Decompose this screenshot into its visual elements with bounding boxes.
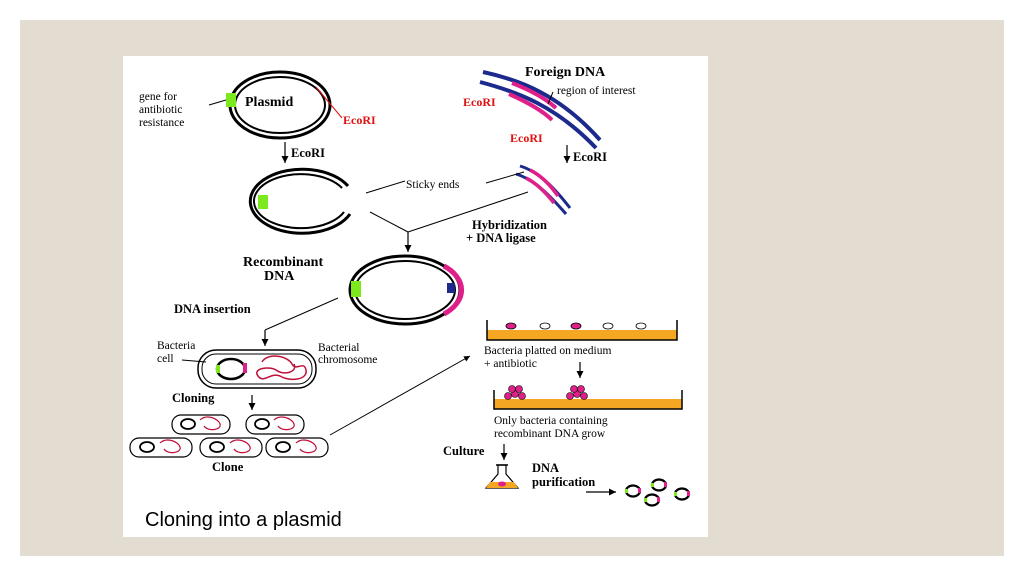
- sticky-end-pointer-right: [485, 171, 525, 184]
- bacteria-label-line1: Bacteria: [157, 340, 195, 352]
- purified-plasmid: [624, 484, 642, 498]
- chromosome-label-line1: Bacterial: [318, 342, 360, 354]
- arrow-to-plating: [329, 355, 471, 436]
- ecori-cut-label: EcoRI: [291, 146, 325, 160]
- join-line-left: [369, 211, 409, 233]
- diagram-title: Cloning into a plasmid: [145, 509, 342, 531]
- platted-label-line1: Bacteria platted on medium: [484, 345, 611, 357]
- purification-label-line2: purification: [532, 475, 595, 489]
- recombinant-plasmid: [348, 254, 465, 326]
- clone-cells: [129, 414, 329, 458]
- hybridization-label: Hybridization: [472, 218, 547, 232]
- clone-cell: [129, 437, 193, 458]
- purified-plasmid: [643, 493, 661, 507]
- ligase-label: + DNA ligase: [466, 231, 536, 245]
- purified-plasmid: [673, 487, 691, 501]
- foreign-fragment: [515, 164, 572, 215]
- sticky-ends-label: Sticky ends: [406, 179, 460, 191]
- foreign-dna: [479, 70, 602, 150]
- join-line-right: [407, 191, 529, 233]
- purified-plasmid: [650, 478, 668, 492]
- purified-plasmids: [624, 478, 691, 507]
- gene-label-line3: resistance: [139, 117, 184, 129]
- ecori-foreign-top-label: EcoRI: [463, 95, 496, 109]
- platted-label-line2: + antibiotic: [484, 358, 537, 370]
- only-label-line2: recombinant DNA grow: [494, 428, 606, 440]
- ecori-foreign-cut-label: EcoRI: [573, 150, 607, 164]
- clone-cell: [199, 437, 263, 458]
- bacteria-cell: [197, 349, 317, 389]
- plasmid: [208, 70, 343, 140]
- plasmid-label: Plasmid: [245, 95, 293, 110]
- ecori-plasmid-label: EcoRI: [343, 113, 376, 127]
- bacteria-label-line2: cell: [157, 353, 174, 365]
- foreign-dna-label: Foreign DNA: [525, 65, 606, 80]
- clone-cell: [265, 437, 329, 458]
- recombinant-label-line2: DNA: [264, 269, 295, 284]
- cut-plasmid: [248, 167, 352, 235]
- antibiotic-gene-marker: [226, 93, 236, 107]
- purification-label-line1: DNA: [532, 461, 559, 475]
- culture-label: Culture: [443, 444, 485, 458]
- ecori-site-pointer: [315, 86, 343, 119]
- clone-cell: [245, 414, 305, 435]
- chromosome-label-line2: chromosome: [318, 354, 377, 366]
- colony-cluster: [504, 385, 526, 400]
- recombinant-label-line1: Recombinant: [243, 255, 323, 270]
- clone-label: Clone: [212, 460, 244, 474]
- insertion-line: [264, 297, 339, 331]
- dna-insertion-label: DNA insertion: [174, 302, 251, 316]
- gene-label-line2: antibiotic: [139, 104, 182, 116]
- cloning-label: Cloning: [172, 391, 215, 405]
- petri-dish-2: [493, 385, 683, 410]
- flask-icon: [484, 464, 520, 489]
- petri-dish-1: [486, 320, 678, 341]
- ecori-foreign-bottom-label: EcoRI: [510, 131, 543, 145]
- region-of-interest-label: region of interest: [557, 85, 636, 97]
- colony-cluster: [566, 385, 588, 400]
- sticky-end-pointer-left: [365, 180, 406, 194]
- clone-cell: [171, 414, 231, 435]
- gene-label-line1: gene for: [139, 91, 177, 103]
- only-label-line1: Only bacteria containing: [494, 415, 608, 427]
